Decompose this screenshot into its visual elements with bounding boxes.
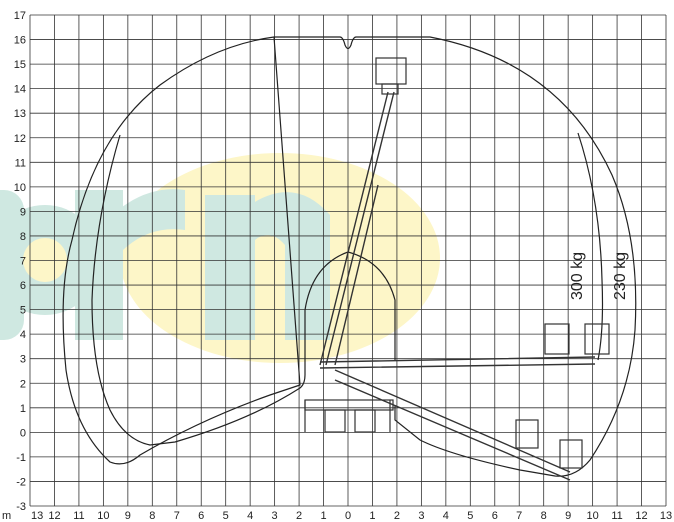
y-tick-label: 1 — [20, 403, 26, 415]
x-tick-label: 5 — [467, 510, 473, 522]
machine-base — [304, 399, 394, 411]
platform-horizontal-a — [544, 323, 570, 355]
y-tick-label: 9 — [20, 206, 26, 218]
x-tick-label: 7 — [516, 510, 522, 522]
x-tick-label: 8 — [149, 510, 155, 522]
x-tick-label: 7 — [174, 510, 180, 522]
platform-horizontal-b — [584, 323, 610, 355]
y-tick-label: 15 — [14, 59, 26, 71]
y-tick-label: 13 — [14, 108, 26, 120]
x-tick-label: 4 — [247, 510, 253, 522]
y-tick-label: 16 — [14, 35, 26, 47]
y-tick-label: 4 — [20, 329, 26, 341]
x-tick-label: 10 — [586, 510, 598, 522]
y-tick-label: 11 — [15, 157, 26, 169]
platform-top — [375, 57, 407, 85]
x-tick-label: 9 — [565, 510, 571, 522]
x-tick-label: 3 — [418, 510, 424, 522]
x-tick-label: 11 — [73, 510, 84, 522]
y-tick-label: 0 — [20, 427, 26, 439]
y-tick-label: -3 — [16, 501, 26, 513]
y-tick-label: 7 — [20, 256, 26, 268]
y-tick-label: 10 — [14, 182, 26, 194]
y-tick-label: 12 — [14, 133, 26, 145]
x-tick-label: 13 — [31, 510, 43, 522]
platform-lower-b — [559, 439, 583, 469]
x-tick-label: 11 — [611, 510, 622, 522]
y-tick-label: 14 — [14, 84, 26, 96]
capacity-label-300: 300 kg — [569, 252, 586, 300]
x-tick-label: 2 — [394, 510, 400, 522]
boom-upper — [319, 91, 395, 366]
x-axis-unit: m — [2, 510, 11, 522]
x-tick-label: 5 — [223, 510, 229, 522]
y-tick-label: 6 — [20, 280, 26, 292]
x-tick-label: 12 — [635, 510, 647, 522]
y-tick-label: 5 — [20, 305, 26, 317]
y-tick-label: -1 — [16, 452, 26, 464]
envelope-inner-left — [91, 134, 396, 446]
x-tick-label: 9 — [125, 510, 131, 522]
grid-lines — [29, 14, 667, 507]
y-tick-label: 17 — [14, 10, 26, 22]
x-tick-label: 6 — [198, 510, 204, 522]
envelope-outer — [62, 36, 637, 477]
platform-lower-a — [515, 419, 539, 449]
working-envelope — [62, 36, 637, 477]
capacity-label-230: 230 kg — [612, 252, 629, 300]
y-tick-label: 2 — [20, 378, 26, 390]
x-tick-label: 1 — [320, 510, 326, 522]
x-tick-label: 1 — [369, 510, 375, 522]
boom-lower — [334, 369, 571, 481]
x-tick-label: 3 — [272, 510, 278, 522]
x-tick-label: 13 — [660, 510, 672, 522]
x-tick-label: 0 — [345, 510, 351, 522]
x-tick-label: 12 — [48, 510, 60, 522]
x-tick-label: 10 — [97, 510, 109, 522]
boom-horizontal — [319, 356, 596, 369]
x-tick-label: 8 — [541, 510, 547, 522]
y-tick-label: 3 — [20, 354, 26, 366]
envelope-inner-right — [577, 132, 604, 361]
boom-positions — [304, 57, 610, 481]
x-tick-label: 2 — [296, 510, 302, 522]
y-tick-label: 8 — [20, 231, 26, 243]
x-tick-label: 4 — [443, 510, 449, 522]
y-tick-label: -2 — [16, 476, 26, 488]
x-tick-label: 6 — [492, 510, 498, 522]
watermark-logo — [0, 153, 440, 363]
